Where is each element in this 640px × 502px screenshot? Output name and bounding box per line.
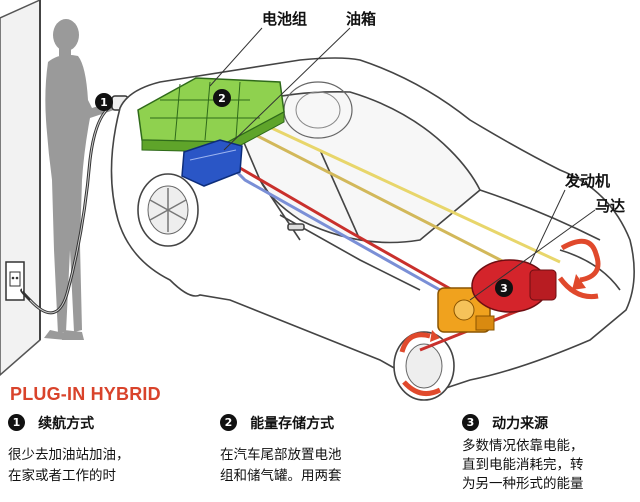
badge-1: 1 (95, 93, 113, 111)
svg-text:1: 1 (100, 96, 108, 109)
section-1-body: 很少去加油站加油， 在家或者工作的时 (8, 445, 130, 487)
label-fuel-tank: 油箱 (346, 10, 377, 28)
section-3-line: 多数情况依靠电能， (462, 437, 584, 454)
svg-text:3: 3 (500, 282, 508, 295)
section-3-line: 直到电能消耗完，转 (462, 456, 584, 473)
spin-arrow-icon (399, 238, 601, 397)
wall (0, 0, 41, 376)
section-2-body: 在汽车尾部放置电池 组和储气罐。用两套 (220, 445, 342, 487)
section-3-line: 为另一种形式的能量 (462, 475, 584, 492)
section-1: 1 续航方式 很少去加油站加油， 在家或者工作的时 (8, 412, 130, 487)
badge-3: 3 (495, 279, 513, 297)
section-2-line: 组和储气罐。用两套 (220, 467, 342, 484)
leader-lines (209, 27, 596, 301)
battery-pack (137, 77, 285, 153)
section-2-line: 在汽车尾部放置电池 (220, 446, 342, 463)
section-1-line: 在家或者工作的时 (8, 467, 116, 484)
badge-2: 2 (213, 89, 231, 107)
section-2-number: 2 (220, 414, 237, 431)
label-engine: 发动机 (565, 172, 611, 190)
rear-wheel (137, 173, 199, 247)
front-wheel (393, 331, 455, 401)
section-3-title: 动力来源 (492, 415, 549, 432)
section-1-number: 1 (8, 414, 25, 431)
section-3-number: 3 (462, 414, 479, 431)
section-2: 2 能量存储方式 在汽车尾部放置电池 组和储气罐。用两套 (220, 412, 342, 487)
fuel-tank (181, 139, 243, 187)
person-silhouette (44, 19, 121, 340)
label-motor: 马达 (595, 197, 626, 215)
section-3: 3 动力来源 多数情况依靠电能， 直到电能消耗完，转 为另一种形式的能量 (462, 412, 584, 494)
section-1-line: 很少去加油站加油， (8, 446, 130, 463)
wall-outlet-icon (5, 261, 25, 301)
section-3-body: 多数情况依靠电能， 直到电能消耗完，转 为另一种形式的能量 (462, 437, 584, 494)
section-2-title: 能量存储方式 (250, 415, 335, 432)
svg-text:2: 2 (218, 92, 226, 105)
section-1-title: 续航方式 (38, 415, 95, 432)
label-battery-pack: 电池组 (262, 10, 308, 28)
diagram-title: PLUG-IN HYBRID (10, 384, 161, 404)
